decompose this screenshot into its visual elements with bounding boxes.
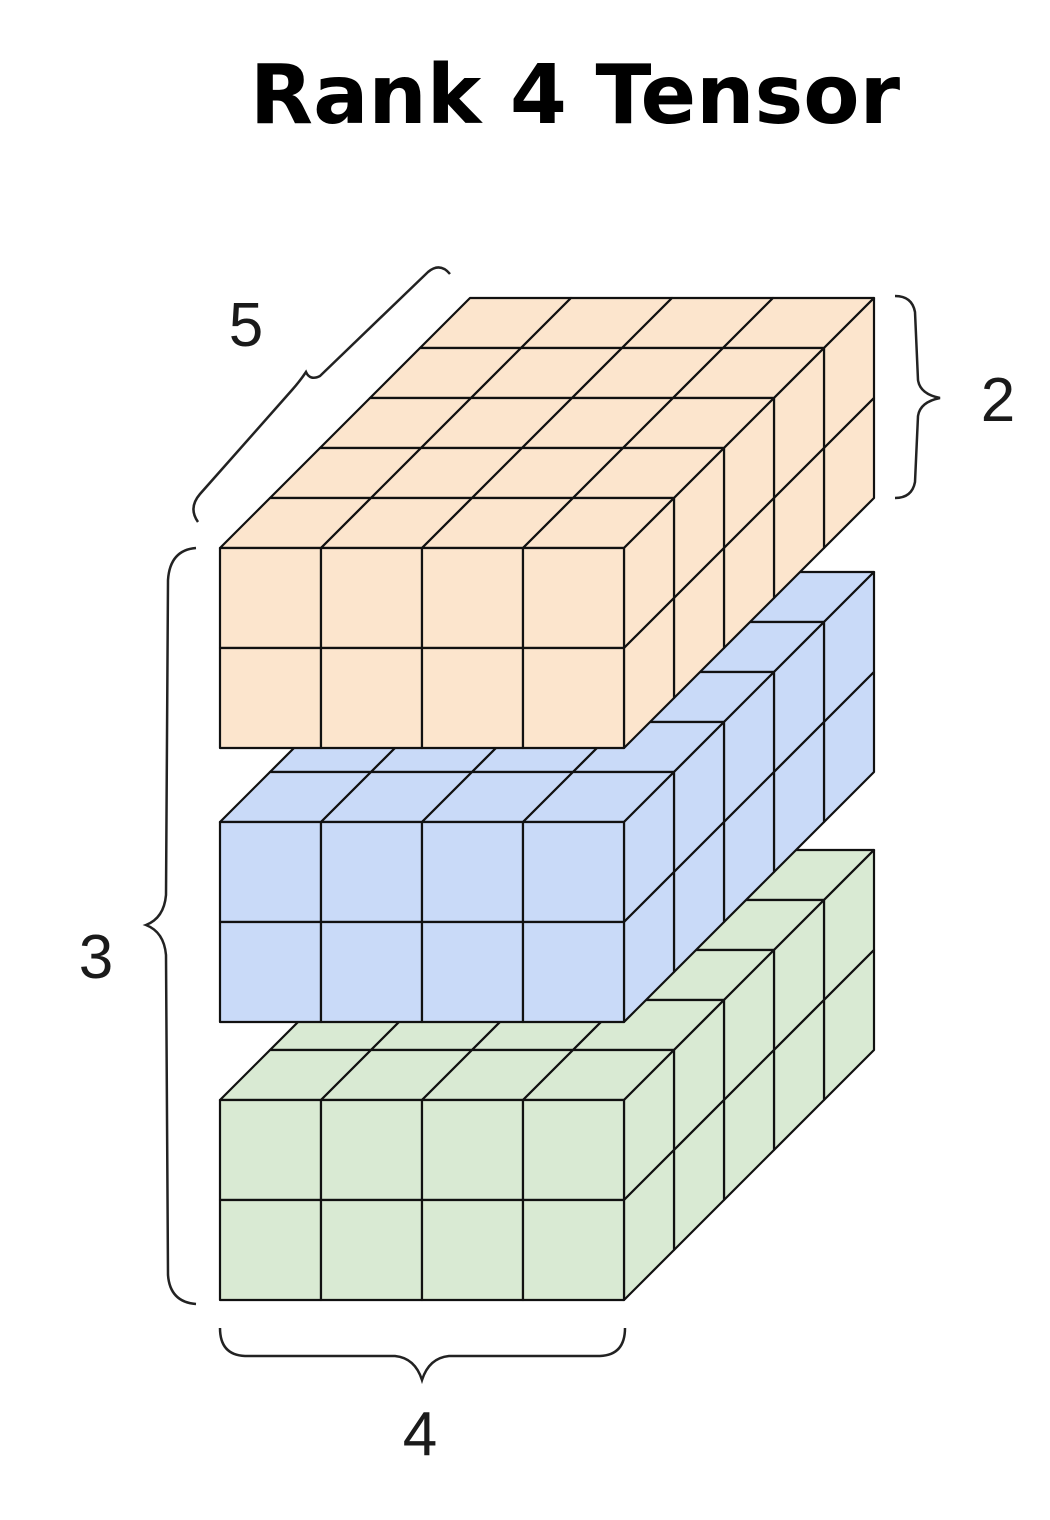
height-brace	[894, 294, 941, 500]
front-face-cell	[420, 546, 525, 650]
front-face-cell	[319, 646, 424, 750]
width-label: 4	[403, 1400, 437, 1469]
tensor-blocks	[218, 296, 876, 1302]
width-brace	[218, 1327, 627, 1385]
front-face-cell	[319, 920, 424, 1024]
front-face-cell	[521, 546, 626, 650]
front-face-cell	[319, 546, 424, 650]
top-block	[218, 296, 876, 750]
depth-brace	[192, 266, 451, 523]
bottom-block	[218, 848, 876, 1302]
front-face-cell	[218, 920, 323, 1024]
front-face-cell	[521, 820, 626, 924]
height-label: 2	[981, 366, 1015, 435]
front-face-cell	[218, 1198, 323, 1302]
front-face-cell	[521, 1198, 626, 1302]
front-face-cell	[521, 646, 626, 750]
front-face-cell	[319, 820, 424, 924]
diagram-title: Rank 4 Tensor	[249, 48, 901, 143]
front-face-cell	[319, 1098, 424, 1202]
front-face-cell	[420, 1198, 525, 1302]
front-face-cell	[420, 1098, 525, 1202]
stack-label: 3	[79, 923, 113, 992]
stack-brace	[142, 546, 197, 1306]
front-face-cell	[420, 920, 525, 1024]
front-face-cell	[218, 546, 323, 650]
depth-label: 5	[229, 291, 263, 360]
front-face-cell	[521, 920, 626, 1024]
front-face-cell	[420, 820, 525, 924]
front-face-cell	[218, 646, 323, 750]
front-face-cell	[420, 646, 525, 750]
front-face-cell	[319, 1198, 424, 1302]
front-face-cell	[521, 1098, 626, 1202]
front-face-cell	[218, 1098, 323, 1202]
front-face-cell	[218, 820, 323, 924]
